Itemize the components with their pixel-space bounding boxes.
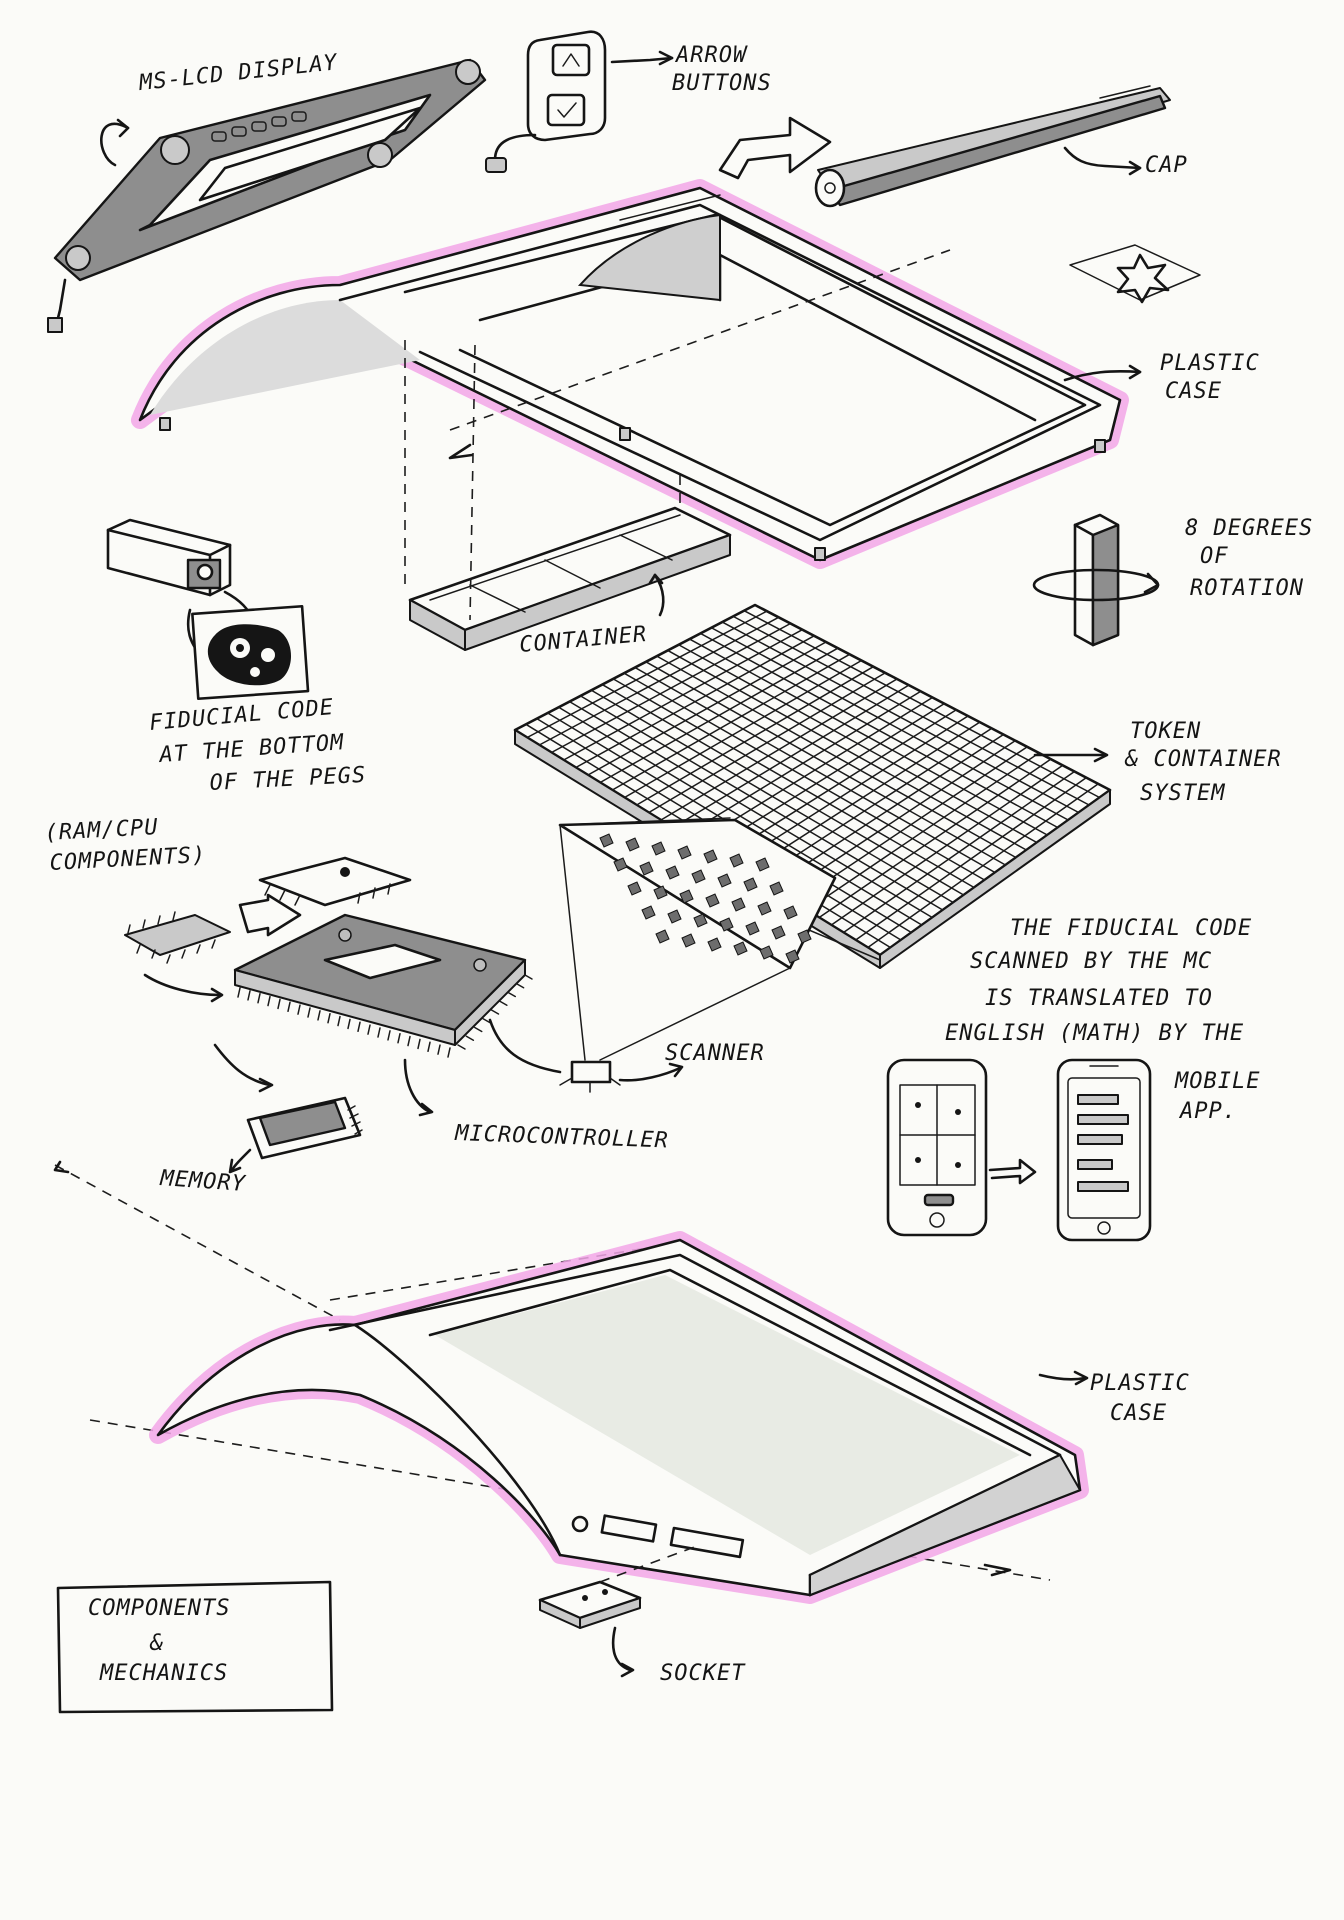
token-pegs-tray: [558, 818, 837, 970]
cap-part: [718, 85, 1171, 208]
lcd-display-frame: [47, 58, 487, 333]
cpu-chip-small: [124, 911, 231, 964]
fiducial-label-1: FIDUCIAL CODE: [148, 695, 335, 736]
bottom-plastic-case: [53, 1160, 1089, 1604]
token-pegs: [599, 833, 812, 964]
note-line-5: MOBILE: [1174, 1069, 1260, 1094]
fiducial-peg: [106, 518, 310, 701]
rotation-label-2: OF: [1200, 544, 1229, 569]
microcontroller-label: MICROCONTROLLER: [454, 1121, 669, 1153]
socket-label: SOCKET: [660, 1661, 746, 1686]
token-grid-system: [513, 603, 1112, 970]
token-label-1: TOKEN: [1130, 719, 1201, 744]
rotation-label-1: 8 DEGREES: [1185, 516, 1313, 541]
scanner-label: SCANNER: [665, 1041, 765, 1066]
memory-chip: [213, 1043, 363, 1174]
lcd-button-row: [211, 111, 307, 142]
ram-chip: [258, 856, 412, 907]
arrow-buttons-label-2: BUTTONS: [672, 71, 772, 96]
microcontroller-chip: [233, 913, 562, 1117]
phone-scanner-back: [886, 1058, 988, 1237]
ram-cpu-label-1: (RAM/CPU: [44, 815, 159, 846]
title-line-1: COMPONENTS: [88, 1596, 230, 1621]
lcd-display-label: MS-LCD DISPLAY: [137, 50, 340, 96]
title-line-3: MECHANICS: [99, 1661, 228, 1686]
note-line-2: SCANNED BY THE MC: [970, 949, 1212, 974]
plastic-case-top-label-1: PLASTIC: [1160, 351, 1260, 376]
note-line-1: THE FIDUCIAL CODE: [1010, 916, 1252, 941]
plastic-case-top-label-2: CASE: [1165, 379, 1222, 404]
phone-mobile-app: [1056, 1058, 1152, 1242]
container-part: [404, 340, 732, 651]
memory-label: MEMORY: [159, 1166, 248, 1197]
socket-part: [538, 1544, 701, 1678]
rotation-label-3: ROTATION: [1190, 576, 1304, 601]
token-label-2: & CONTAINER: [1124, 747, 1282, 772]
title-line-2: &: [149, 1631, 164, 1656]
grid-lines: [525, 609, 1101, 949]
plastic-case-bottom-label-1: PLASTIC: [1090, 1371, 1190, 1396]
note-line-3: IS TRANSLATED TO: [985, 986, 1213, 1011]
ram-cpu-label-2: COMPONENTS): [49, 843, 207, 876]
fiducial-label-2: AT THE BOTTOM: [157, 730, 345, 768]
fiducial-code-marker-icon: [207, 624, 292, 686]
microcontroller-pins: [237, 974, 533, 1058]
plastic-case-bottom-label-2: CASE: [1110, 1401, 1167, 1426]
title-box: COMPONENTS & MECHANICS: [56, 1580, 334, 1714]
token-label-3: SYSTEM: [1140, 781, 1225, 806]
scanner-part: [559, 824, 791, 1093]
container-label: CONTAINER: [518, 622, 648, 658]
arrow-buttons-remote: [485, 30, 674, 173]
top-plastic-case: [131, 179, 1142, 569]
note-line-6: APP.: [1178, 1099, 1237, 1124]
rotation-peg-icon: [1032, 513, 1160, 647]
note-line-4: ENGLISH (MATH) BY THE: [945, 1021, 1244, 1046]
star-token-icon: [1069, 244, 1201, 304]
cap-label: CAP: [1145, 153, 1188, 178]
arrow-to-app-icon: [988, 1158, 1037, 1185]
fiducial-label-3: OF THE PEGS: [209, 763, 367, 796]
arrow-buttons-label-1: ARROW: [674, 43, 748, 68]
